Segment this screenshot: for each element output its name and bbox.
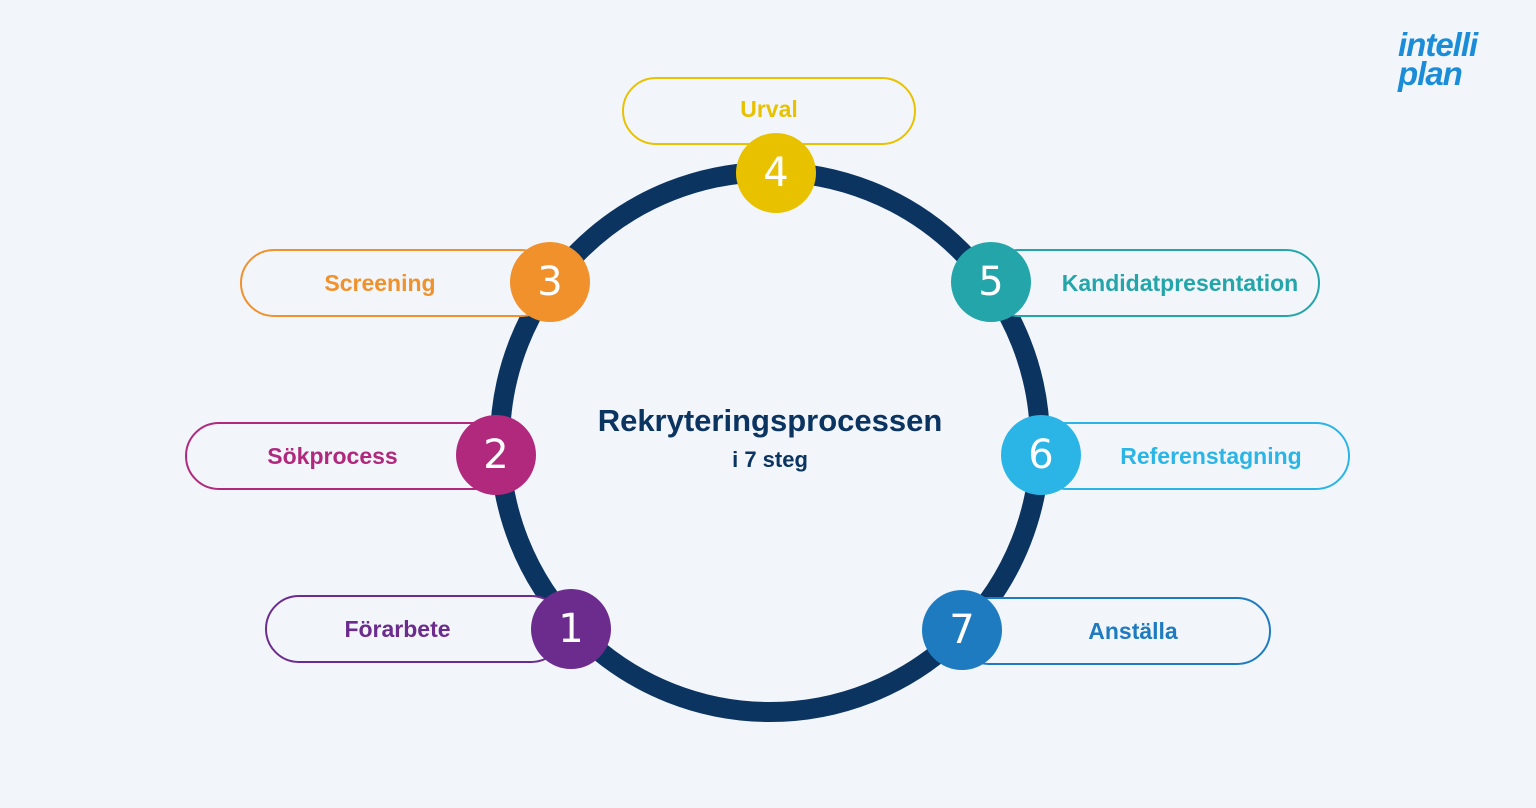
step-5-label-pill: Kandidatpresentation	[985, 249, 1320, 317]
logo-line-1: intelli	[1398, 26, 1478, 63]
step-2-label: Sökprocess	[267, 442, 398, 469]
step-7-label: Anställa	[1088, 617, 1178, 644]
step-3-number-circle: 3	[510, 242, 590, 322]
step-6-number: 6	[1028, 432, 1054, 478]
step-7-number: 7	[949, 607, 975, 653]
step-1-number-circle: 1	[531, 589, 611, 669]
step-4-number-circle: 4	[736, 133, 816, 213]
step-4-number: 4	[763, 150, 789, 196]
step-2-number-circle: 2	[456, 415, 536, 495]
step-5-number: 5	[978, 259, 1004, 305]
step-1-number: 1	[558, 606, 584, 652]
step-6-label: Referenstagning	[1120, 442, 1302, 469]
step-1-label: Förarbete	[344, 615, 451, 642]
logo-line-2: plan	[1398, 55, 1463, 92]
diagram-subtitle: i 7 steg	[732, 447, 808, 472]
intelliplan-logo[interactable]: intelli plan	[1398, 26, 1508, 92]
step-3-number: 3	[537, 259, 563, 305]
diagram-title: Rekryteringsprocessen	[597, 403, 943, 438]
step-1-label-pill: Förarbete	[265, 595, 565, 663]
step-3-label-pill: Screening	[240, 249, 555, 317]
step-3-label: Screening	[324, 269, 436, 296]
step-7-number-circle: 7	[922, 590, 1002, 670]
step-2-label-pill: Sökprocess	[185, 422, 510, 490]
step-5-label: Kandidatpresentation	[1061, 269, 1299, 296]
step-6-label-pill: Referenstagning	[1032, 422, 1350, 490]
step-6-number-circle: 6	[1001, 415, 1081, 495]
step-5-number-circle: 5	[951, 242, 1031, 322]
step-7-label-pill: Anställa	[955, 597, 1271, 665]
step-4-label: Urval	[740, 95, 798, 122]
step-2-number: 2	[483, 432, 509, 478]
